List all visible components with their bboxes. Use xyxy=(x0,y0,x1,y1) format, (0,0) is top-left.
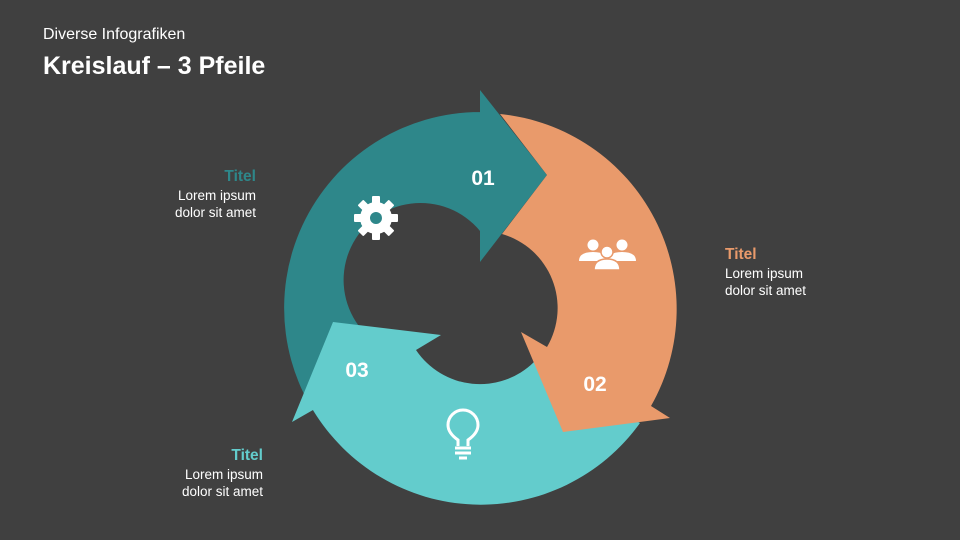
step-number-01: 01 xyxy=(471,167,495,190)
step-01-text: Titel Lorem ipsum dolor sit amet xyxy=(175,167,256,221)
step-01-title: Titel xyxy=(224,168,256,185)
people-icon xyxy=(579,239,636,271)
step-03-title: Titel xyxy=(231,447,263,464)
step-number-02: 02 xyxy=(583,373,606,396)
lightbulb-icon xyxy=(446,408,480,460)
step-01-line2: dolor sit amet xyxy=(174,205,256,220)
arrow-03 xyxy=(292,322,640,505)
step-02-line2: dolor sit amet xyxy=(725,283,807,298)
step-02-text: Titel Lorem ipsum dolor sit amet xyxy=(725,245,806,299)
gear-icon xyxy=(354,196,398,240)
step-03-text: Titel Lorem ipsum dolor sit amet xyxy=(182,446,263,500)
slide-title: Kreislauf – 3 Pfeile xyxy=(43,52,266,80)
step-number-03: 03 xyxy=(345,359,368,382)
step-02-title: Titel xyxy=(725,246,757,263)
slide-subtitle: Diverse Infografiken xyxy=(43,26,186,43)
arrow-02 xyxy=(500,114,677,432)
step-03-line2: dolor sit amet xyxy=(181,484,263,499)
step-03-line1: Lorem ipsum xyxy=(184,467,263,482)
step-02-line1: Lorem ipsum xyxy=(725,266,804,281)
step-01-line1: Lorem ipsum xyxy=(177,188,256,203)
